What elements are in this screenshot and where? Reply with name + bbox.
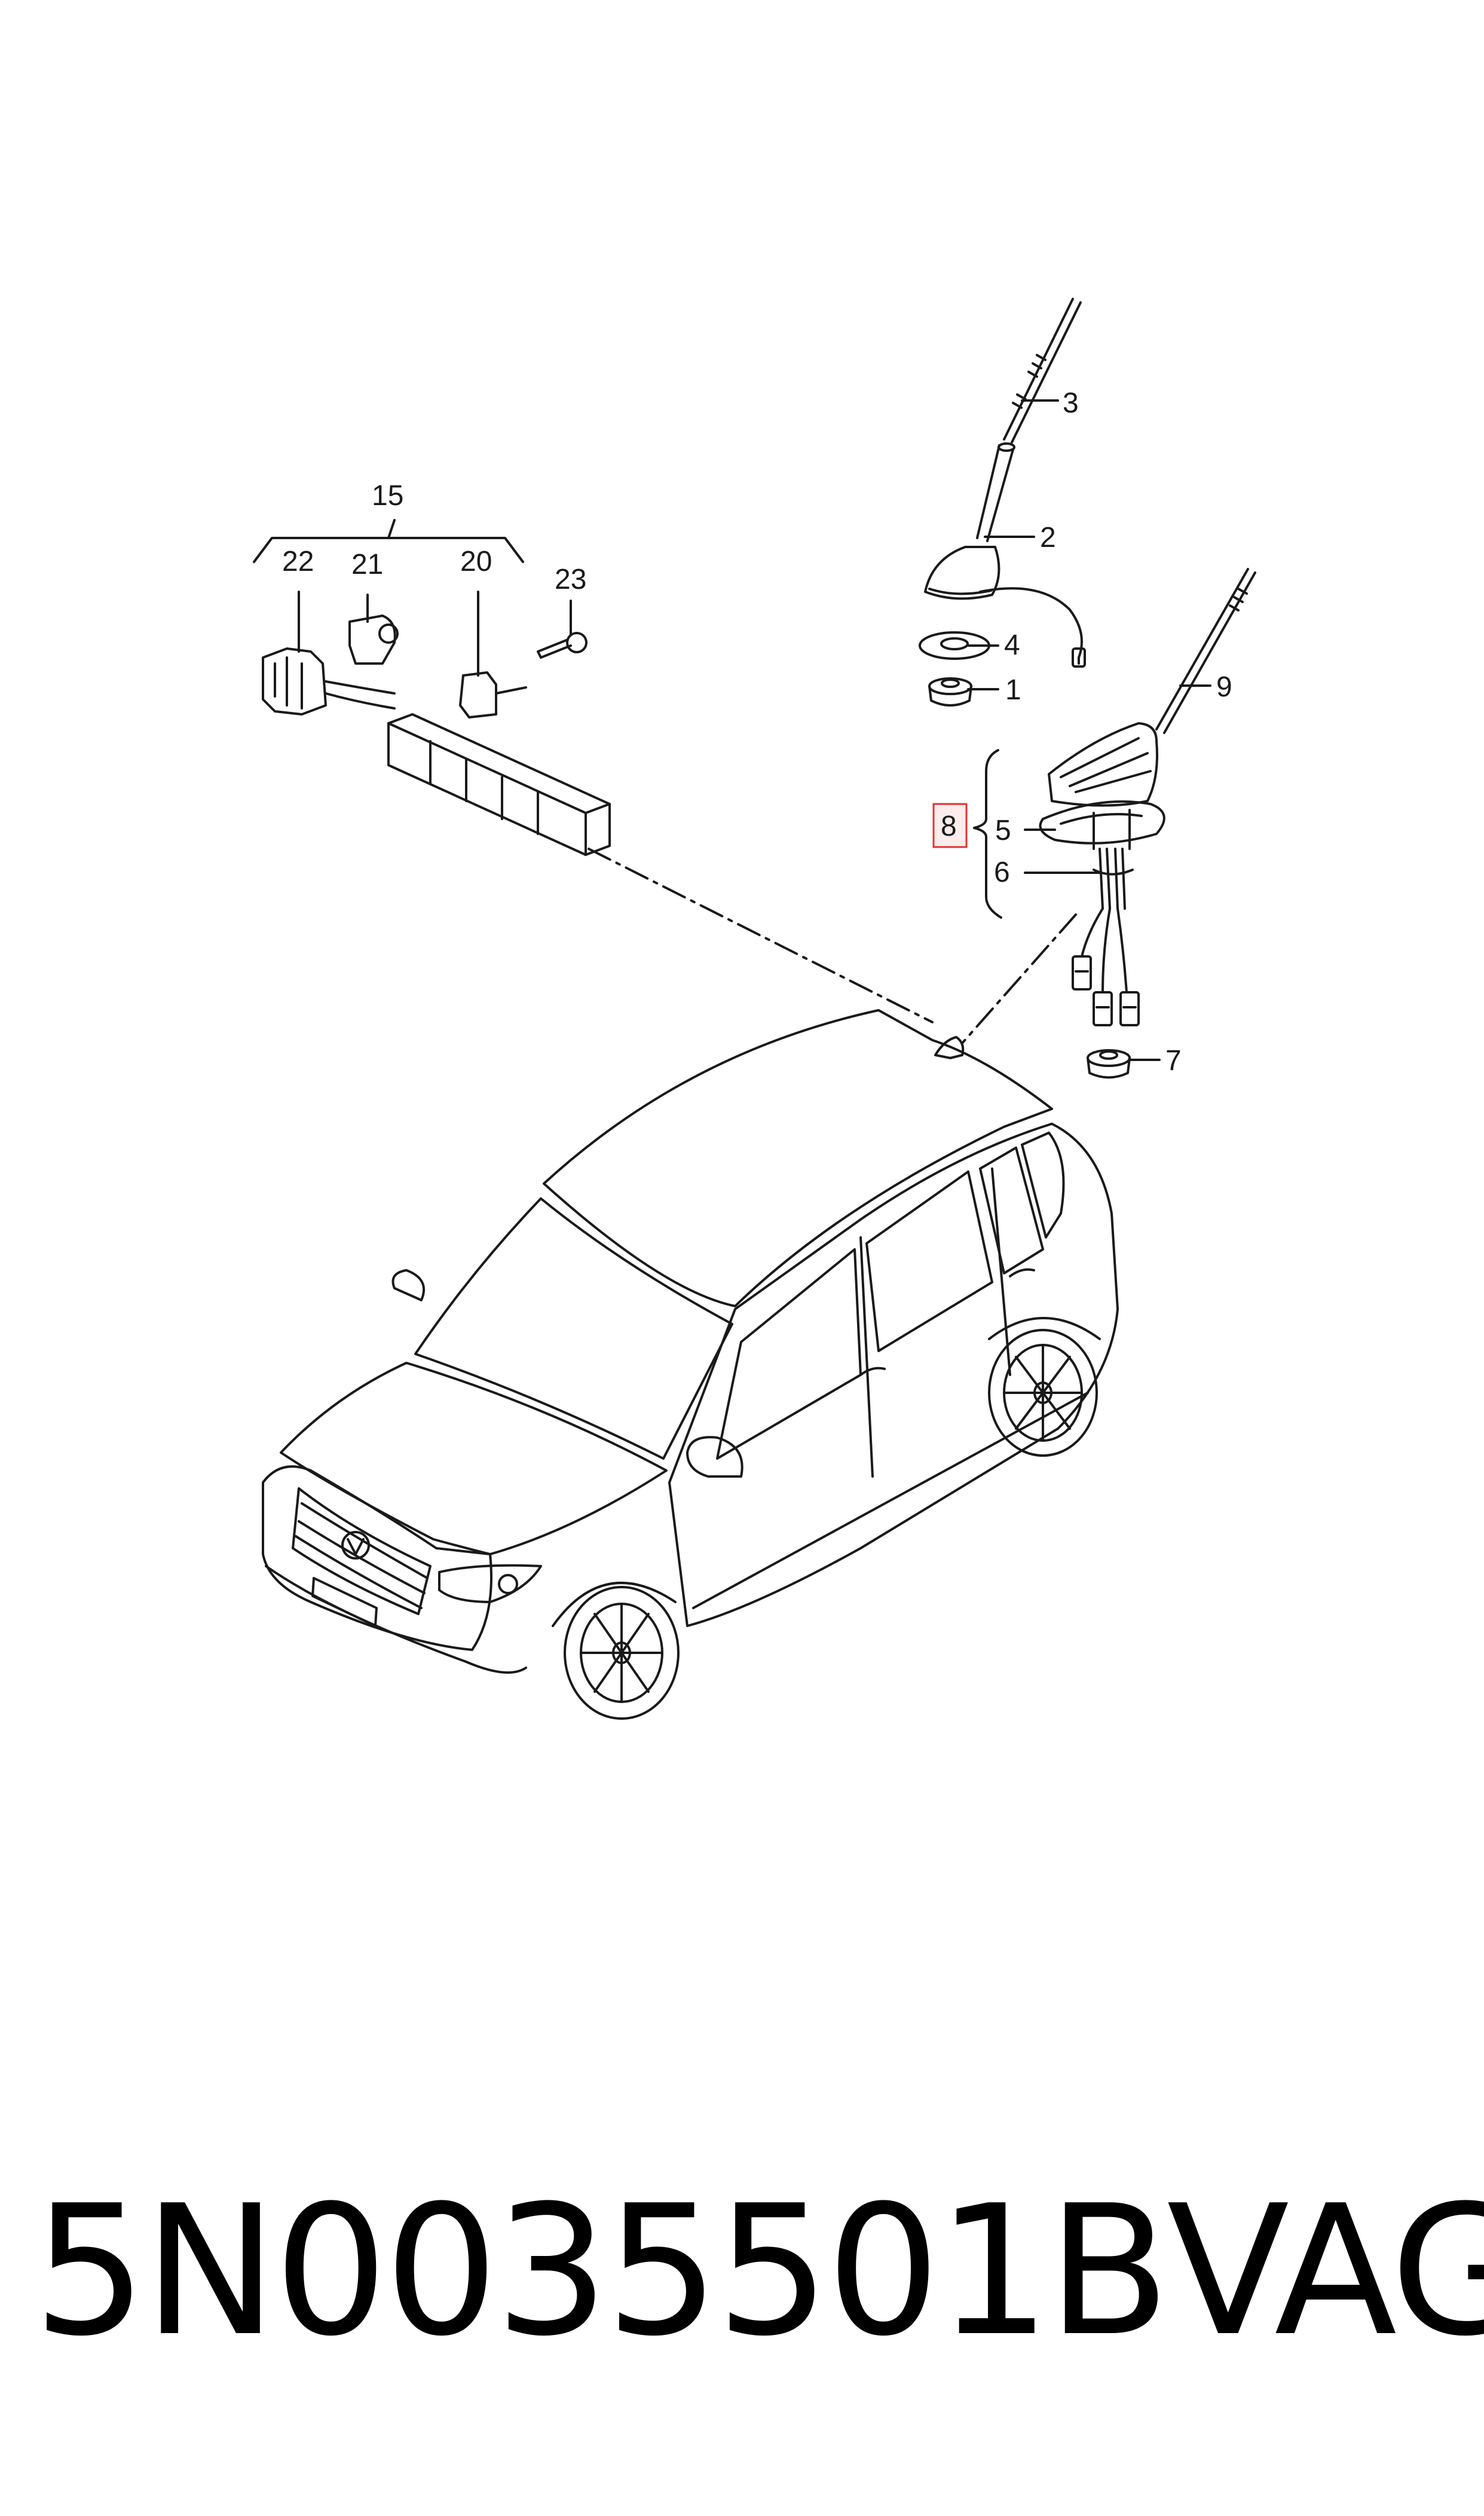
footer-caption: 5N0035501B VAG xyxy=(33,2164,1484,2379)
antenna-cable xyxy=(979,587,1083,665)
connector-22 xyxy=(262,647,327,716)
callout-2: 2 xyxy=(1040,522,1056,554)
callout-6: 6 xyxy=(994,857,1010,888)
mast-antenna-assembly xyxy=(919,298,1086,707)
side-window xyxy=(1021,1132,1065,1239)
holder-20 xyxy=(459,671,497,719)
callout-23: 23 xyxy=(555,564,586,595)
callout-5: 5 xyxy=(995,815,1011,846)
vehicle-front xyxy=(262,1465,492,1651)
clip-21 xyxy=(348,615,396,665)
callout-21: 21 xyxy=(351,549,383,580)
connector-plug xyxy=(1119,991,1140,1026)
brand-badge xyxy=(341,1531,370,1560)
fin-body xyxy=(1048,722,1158,807)
side-window xyxy=(865,1170,993,1352)
connector-plug xyxy=(1093,991,1113,1026)
fin-rod xyxy=(1155,568,1256,734)
vehicle-side xyxy=(668,1123,1119,1627)
seal-5 xyxy=(1039,800,1165,845)
antenna-rod xyxy=(1003,298,1082,444)
vehicle-roof xyxy=(543,1009,1053,1307)
rear-wheel xyxy=(988,1317,1101,1457)
roof-antenna-mount xyxy=(934,1036,965,1059)
headlight xyxy=(438,1564,542,1603)
antenna-mast xyxy=(976,444,1014,542)
callout-3: 3 xyxy=(1063,387,1079,419)
harness-assembly xyxy=(253,519,611,856)
part-number: 5N0035501B xyxy=(33,2167,1170,2376)
connector-plug xyxy=(1072,955,1092,990)
screw-23 xyxy=(537,638,572,659)
group-bracket-8 xyxy=(973,749,1002,919)
fin-cables xyxy=(1099,848,1126,910)
windshield xyxy=(414,1197,733,1460)
callout-1: 1 xyxy=(1005,674,1021,706)
nut-1 xyxy=(928,677,972,707)
nut-7 xyxy=(1087,1049,1131,1079)
front-wheel xyxy=(552,1582,680,1720)
callout-20: 20 xyxy=(460,546,492,577)
highlight-box xyxy=(932,803,968,848)
fin-antenna-assembly xyxy=(973,568,1256,1079)
antenna-base xyxy=(924,546,1000,600)
leader-lines xyxy=(298,399,1211,1061)
vehicle-illustration xyxy=(262,1009,1119,1720)
harness-tube xyxy=(387,722,587,856)
callout-4: 4 xyxy=(1004,629,1020,661)
side-window xyxy=(716,1248,862,1460)
callout-9: 9 xyxy=(1216,671,1232,703)
grille xyxy=(292,1487,432,1615)
license-plate xyxy=(311,1577,378,1627)
callout-labels: 1 2 3 4 5 6 7 8 9 15 20 21 22 23 xyxy=(282,387,1232,1077)
callout-15: 15 xyxy=(372,480,403,512)
callout-8: 8 xyxy=(941,811,957,842)
callout-22: 22 xyxy=(282,546,314,577)
callout-7: 7 xyxy=(1165,1045,1182,1077)
side-window xyxy=(979,1147,1044,1274)
brand-name: VAG xyxy=(1167,2167,1484,2376)
hood xyxy=(280,1362,668,1555)
side-mirror xyxy=(686,1436,743,1478)
